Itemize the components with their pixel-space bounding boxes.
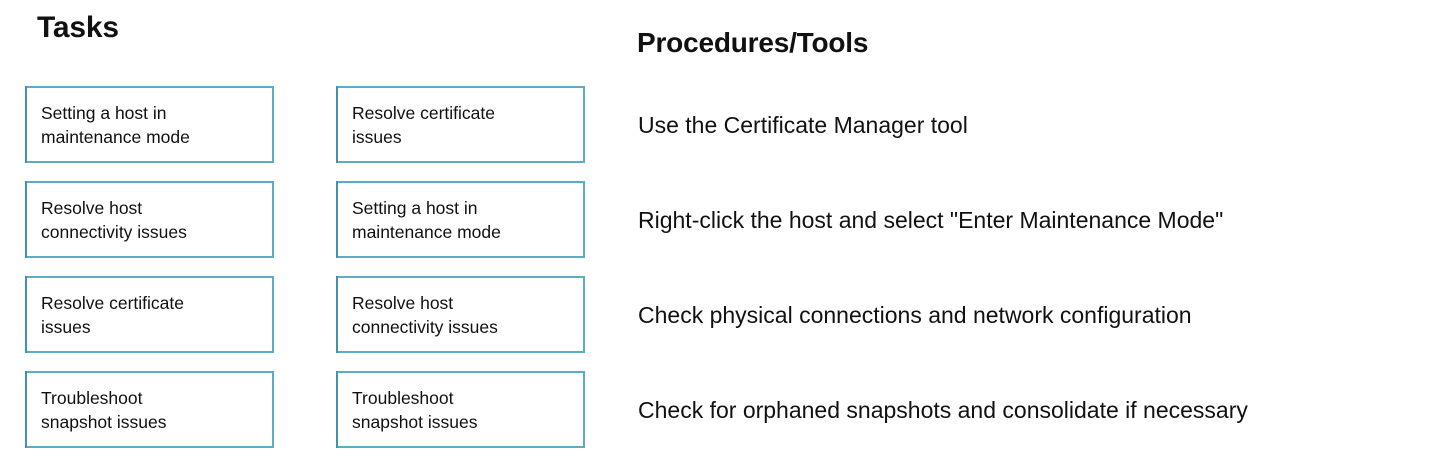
task-box[interactable]: Setting a host in maintenance mode (336, 181, 585, 258)
tasks-column-heading: Tasks (37, 11, 119, 44)
task-box[interactable]: Resolve host connectivity issues (336, 276, 585, 353)
task-box[interactable]: Troubleshoot snapshot issues (336, 371, 585, 448)
tasks-answer-column: Resolve certificate issues Setting a hos… (336, 86, 585, 448)
task-box[interactable]: Resolve certificate issues (25, 276, 274, 353)
task-box[interactable]: Resolve certificate issues (336, 86, 585, 163)
task-label: Troubleshoot snapshot issues (41, 387, 167, 432)
procedure-row: Right-click the host and select "Enter M… (638, 181, 1423, 258)
task-box[interactable]: Troubleshoot snapshot issues (25, 371, 274, 448)
task-box[interactable]: Setting a host in maintenance mode (25, 86, 274, 163)
procedure-row: Check physical connections and network c… (638, 276, 1423, 353)
procedure-text: Right-click the host and select "Enter M… (638, 206, 1224, 233)
procedure-text: Check for orphaned snapshots and consoli… (638, 396, 1248, 423)
procedures-tools-list: Use the Certificate Manager tool Right-c… (638, 86, 1423, 448)
task-label: Resolve host connectivity issues (352, 292, 498, 337)
procedure-text: Check physical connections and network c… (638, 301, 1192, 328)
task-box[interactable]: Resolve host connectivity issues (25, 181, 274, 258)
procedures-tools-column-heading: Procedures/Tools (637, 27, 869, 58)
procedure-text: Use the Certificate Manager tool (638, 111, 968, 138)
tasks-source-column: Setting a host in maintenance mode Resol… (25, 86, 274, 448)
task-label: Resolve certificate issues (352, 102, 495, 147)
task-label: Setting a host in maintenance mode (41, 102, 190, 147)
task-label: Resolve certificate issues (41, 292, 184, 337)
task-label: Troubleshoot snapshot issues (352, 387, 478, 432)
task-label: Setting a host in maintenance mode (352, 197, 501, 242)
procedure-row: Check for orphaned snapshots and consoli… (638, 371, 1423, 448)
task-label: Resolve host connectivity issues (41, 197, 187, 242)
procedure-row: Use the Certificate Manager tool (638, 86, 1423, 163)
